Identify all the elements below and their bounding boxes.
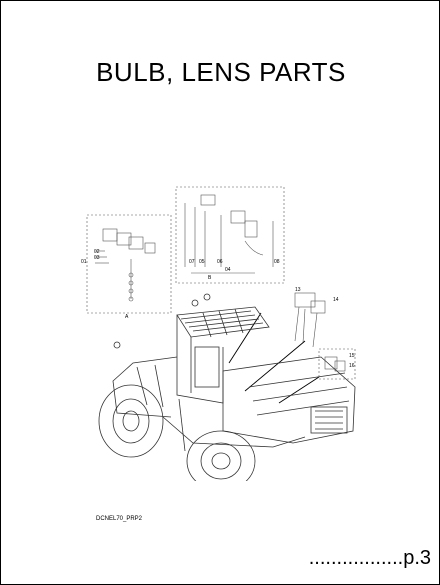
callout-07: 07 xyxy=(189,259,195,265)
callout-05: 05 xyxy=(199,259,205,265)
callout-04: 04 xyxy=(225,267,231,273)
callout-14: 14 xyxy=(333,297,339,303)
page-title: BULB, LENS PARTS xyxy=(96,57,346,87)
drawing-code: DCNEL70_PRP2 xyxy=(96,516,143,522)
callout-06: 06 xyxy=(217,259,223,265)
callout-16: 16 xyxy=(349,363,355,369)
wheel-loader-drawing xyxy=(98,293,356,481)
detail-b-box xyxy=(175,186,285,284)
detail-b-label: B xyxy=(208,275,212,281)
connector-detail xyxy=(294,292,326,348)
detail-a-box xyxy=(86,214,172,314)
parts-diagram: 02 03 01 A 07 05 06 04 08 B xyxy=(81,186,356,481)
callout-13: 13 xyxy=(295,287,301,293)
callout-08: 08 xyxy=(274,259,280,265)
callout-01: 01 xyxy=(81,259,87,265)
page-reference: .................p.3 xyxy=(308,547,431,569)
callout-15: 15 xyxy=(349,353,355,359)
leader-lines xyxy=(228,312,320,404)
lamp-detail xyxy=(318,348,356,380)
detail-a-label: A xyxy=(125,314,129,320)
callout-03: 03 xyxy=(94,255,100,261)
callout-02: 02 xyxy=(94,249,100,255)
